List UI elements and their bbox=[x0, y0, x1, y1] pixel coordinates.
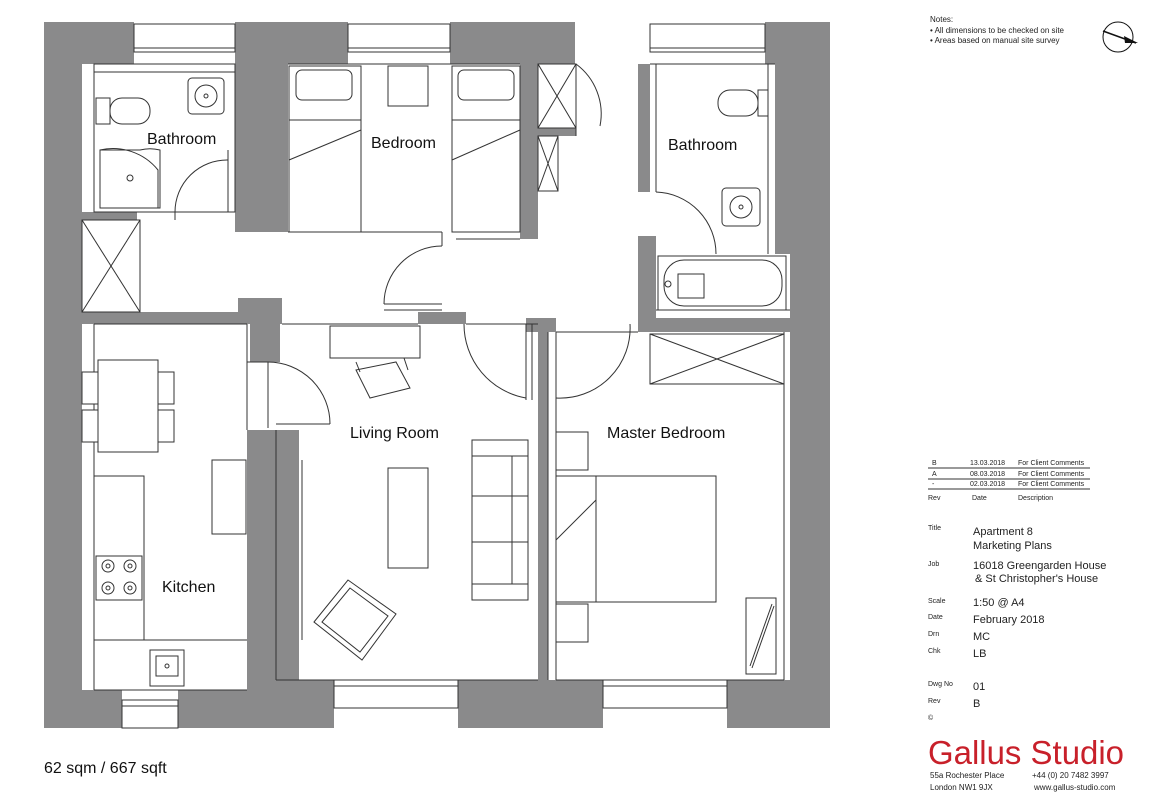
date-value: February 2018 bbox=[973, 614, 1045, 626]
rev-header-description: Description bbox=[1018, 495, 1053, 502]
rev-header-date: Date bbox=[972, 495, 987, 502]
brand-block: Gallus Studio 55a Rochester Place +44 (0… bbox=[928, 734, 1124, 792]
copyright-mark: © bbox=[928, 714, 934, 722]
note-item: • All dimensions to be checked on site bbox=[930, 26, 1065, 35]
rev-value: B bbox=[973, 698, 980, 710]
brand-address2: London NW1 9JX bbox=[930, 783, 993, 792]
rev-row-rev: - bbox=[932, 481, 935, 488]
title-label: Title bbox=[928, 525, 941, 532]
title-line: Apartment 8 bbox=[973, 526, 1033, 538]
revision-table: B 13.03.2018 For Client Comments A 08.03… bbox=[928, 460, 1090, 502]
job-label: Job bbox=[928, 561, 939, 568]
checked-label: Chk bbox=[928, 648, 941, 655]
rev-header-rev: Rev bbox=[928, 495, 941, 502]
notes: Notes: • All dimensions to be checked on… bbox=[930, 15, 1065, 45]
brand-phone: +44 (0) 20 7482 3997 bbox=[1032, 771, 1109, 780]
notes-heading: Notes: bbox=[930, 15, 953, 24]
brand-address1: 55a Rochester Place bbox=[930, 771, 1005, 780]
windows bbox=[121, 23, 766, 729]
brand-name: Gallus Studio bbox=[928, 734, 1124, 771]
room-label-master-bedroom: Master Bedroom bbox=[607, 425, 725, 442]
interior-lines bbox=[81, 63, 790, 691]
job-line: 16018 Greengarden House bbox=[973, 560, 1106, 572]
rev-row-desc: For Client Comments bbox=[1018, 471, 1085, 478]
rev-row-date: 02.03.2018 bbox=[970, 481, 1005, 488]
scale-value: 1:50 @ A4 bbox=[973, 597, 1025, 609]
rev-row-date: 13.03.2018 bbox=[970, 460, 1005, 467]
dwg-label: Dwg No bbox=[928, 681, 953, 688]
rev-row-date: 08.03.2018 bbox=[970, 471, 1005, 478]
rev-label: Rev bbox=[928, 698, 941, 705]
brand-web: www.gallus-studio.com bbox=[1033, 783, 1116, 792]
scale-label: Scale bbox=[928, 598, 946, 605]
room-label-living-room: Living Room bbox=[350, 425, 439, 442]
rev-row-desc: For Client Comments bbox=[1018, 481, 1085, 488]
checked-value: LB bbox=[973, 648, 986, 660]
rev-row-desc: For Client Comments bbox=[1018, 460, 1085, 467]
drawn-value: MC bbox=[973, 631, 990, 643]
date-label: Date bbox=[928, 614, 943, 621]
rev-row-rev: B bbox=[932, 460, 937, 467]
room-label-bathroom-right: Bathroom bbox=[668, 137, 737, 154]
room-label-kitchen: Kitchen bbox=[162, 579, 215, 596]
dwg-value: 01 bbox=[973, 681, 985, 693]
title-line: Marketing Plans bbox=[973, 540, 1052, 552]
walls bbox=[44, 22, 830, 728]
room-label-bedroom: Bedroom bbox=[371, 135, 436, 152]
job-line: & St Christopher's House bbox=[975, 573, 1098, 585]
room-label-bathroom-left: Bathroom bbox=[147, 131, 216, 148]
area-label: 62 sqm / 667 sqft bbox=[44, 760, 167, 777]
door-swings bbox=[174, 63, 717, 425]
note-item: • Areas based on manual site survey bbox=[930, 36, 1060, 45]
fixtures bbox=[81, 65, 787, 687]
drawn-label: Drn bbox=[928, 631, 939, 638]
rev-row-rev: A bbox=[932, 471, 937, 478]
title-block: Title Apartment 8 Marketing Plans Job 16… bbox=[928, 525, 1106, 722]
north-arrow-icon bbox=[1102, 21, 1138, 53]
